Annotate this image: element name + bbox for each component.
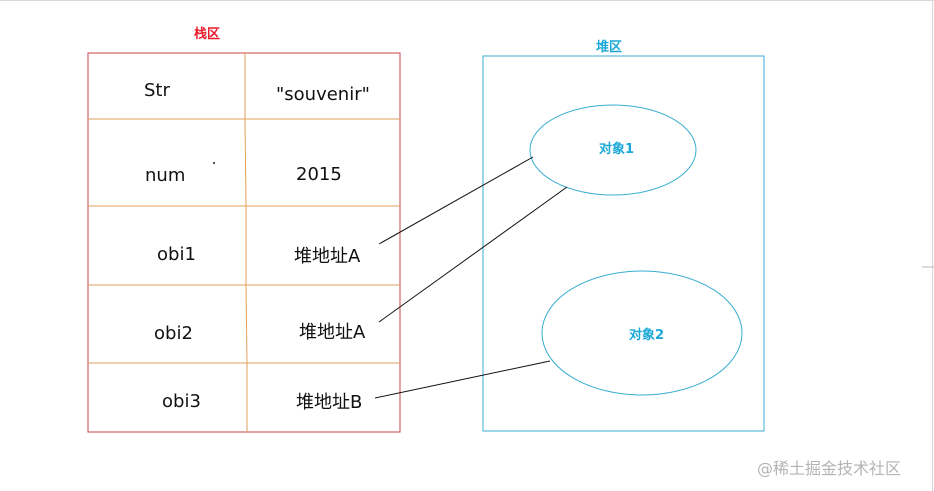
stack-row-2-name: num [145,165,186,186]
stack-row-2-value: 2015 [296,164,342,185]
right-divider [932,0,933,491]
heap-object-1-label: 对象1 [599,142,635,157]
stack-row-3-value: 堆地址A [294,246,361,267]
stack-row-1-name: Str [144,80,170,101]
watermark-text: @稀土掘金技术社区 [757,459,902,478]
stack-row-4-value: 堆地址A [299,322,366,343]
stack-row-1-value: "souvenir" [276,84,370,105]
stack-border [87,52,401,433]
stack-title: 栈区 [194,27,221,42]
heap-area [482,55,765,432]
heap-border [482,55,765,432]
heap-object-1-ellipse [529,104,697,196]
reference-lines [374,156,568,399]
stack-row-5-name: obi3 [162,391,201,412]
stack-row-3-name: obi1 [157,244,196,265]
heap-title: 堆区 [596,40,623,55]
stray-dot [213,162,215,164]
heap-object-2-label: 对象2 [629,328,665,343]
stack-table [87,52,401,433]
reference-line-obi3 [374,360,551,399]
reference-line-obi2 [378,186,568,323]
stack-row-4-name: obi2 [154,323,193,344]
heap-object-2-ellipse [541,270,743,396]
stack-column-divider [244,53,248,432]
reference-line-obi1 [378,156,534,245]
stack-row-5-value: 堆地址B [296,392,363,413]
top-divider [0,0,934,1]
